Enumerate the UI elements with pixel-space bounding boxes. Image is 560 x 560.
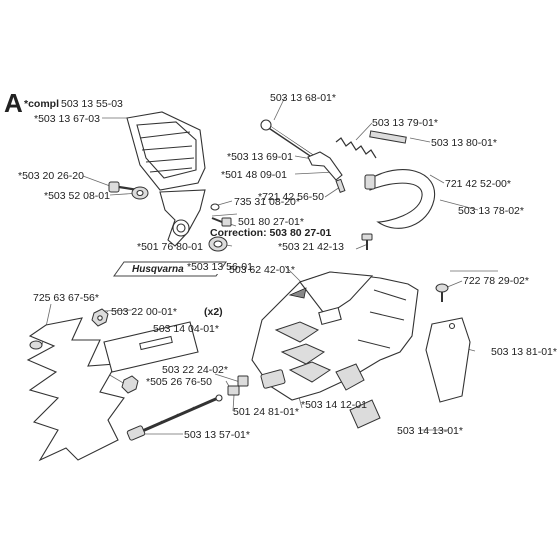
pin-721425: [335, 178, 346, 193]
tension-screw-503135: [126, 394, 223, 441]
screw-503214: [361, 233, 373, 250]
part-label-503141201: *503 14 12-01: [301, 399, 367, 411]
pad-503141-2: [335, 363, 365, 391]
spring-503137: [335, 137, 377, 159]
clutch-cover: [251, 271, 419, 401]
part-label-503202620: *503 20 26-20: [18, 170, 84, 182]
correction-note: Correction: 503 80 27-01: [210, 227, 332, 239]
part-label-721425200: 721 42 52-00*: [445, 178, 511, 190]
part-label-503140401: 503 14 04-01*: [153, 323, 219, 335]
part-label-503214213: *503 21 42-13: [278, 241, 344, 253]
part-label-725636756: 725 63 67-56*: [33, 292, 99, 304]
bumper-spike: [26, 317, 125, 462]
screw-725636: [29, 340, 43, 350]
part-label-505267650: *505 26 76-50: [146, 376, 212, 388]
part-label-503135601: *503 13 56-01: [187, 261, 253, 273]
part-label-722782902: 722 78 29-02*: [463, 275, 529, 287]
lever-503136-9: [307, 151, 343, 181]
nut-501248: [227, 385, 240, 396]
hand-guard: [126, 111, 206, 247]
brand-plate: [113, 261, 227, 277]
part-label-503138101: 503 13 81-01*: [491, 346, 557, 358]
part-label-503136703: *503 13 67-03: [34, 113, 100, 125]
part-label-503135701: 503 13 57-01*: [184, 429, 250, 441]
part-label-503624201: 503 62 42-01*: [229, 264, 295, 276]
plate-503138: [425, 317, 471, 403]
part-label-503137802: 503 13 78-02*: [458, 205, 524, 217]
part-label-503220001: 503 22 00-01*: [111, 306, 177, 318]
part-label-503222402: 503 22 24-02*: [162, 364, 228, 376]
screw-502026: [108, 181, 139, 193]
part-label-735310820: 735 31 08-20*: [234, 196, 300, 208]
bushing-501768: [208, 236, 228, 252]
washer-735310: [210, 203, 220, 211]
brake-band-503137: [364, 169, 436, 229]
part-label-503141301: 503 14 13-01*: [397, 425, 463, 437]
quantity-x2: (x2): [204, 306, 223, 318]
section-letter: A: [4, 88, 23, 118]
part-label-501802701: 501 80 27-01*: [238, 216, 304, 228]
compl-label: *compl: [24, 98, 60, 110]
part-label-503520801: *503 52 08-01: [44, 190, 110, 202]
part-label-503138001: 503 13 80-01*: [431, 137, 497, 149]
part-label-503136801: 503 13 68-01*: [270, 92, 336, 104]
nut-503222: [121, 375, 139, 394]
part-label-503136901: *503 13 69-01: [227, 151, 293, 163]
part-label-503137901: 503 13 79-01*: [372, 117, 438, 129]
plate-503140: [103, 321, 199, 373]
bolt-501802: [211, 217, 232, 227]
part-label-501480901: *501 48 09-01: [221, 169, 287, 181]
pad-503141-3: [349, 399, 381, 429]
part-label-721425650: *721 42 56-50: [258, 191, 324, 203]
nut-505267: [237, 375, 249, 387]
pin-503138: [369, 130, 407, 144]
part-label-503135503: 503 13 55-03: [61, 98, 123, 110]
part-label-501767801: *501 76 80-01: [137, 241, 203, 253]
brand-logo-text: Husqvarna: [132, 264, 184, 275]
part-label-501248101: 501 24 81-01*: [233, 406, 299, 418]
nut-503220: [91, 308, 109, 327]
screw-722782: [435, 283, 449, 302]
spacer-503520: [131, 186, 149, 200]
